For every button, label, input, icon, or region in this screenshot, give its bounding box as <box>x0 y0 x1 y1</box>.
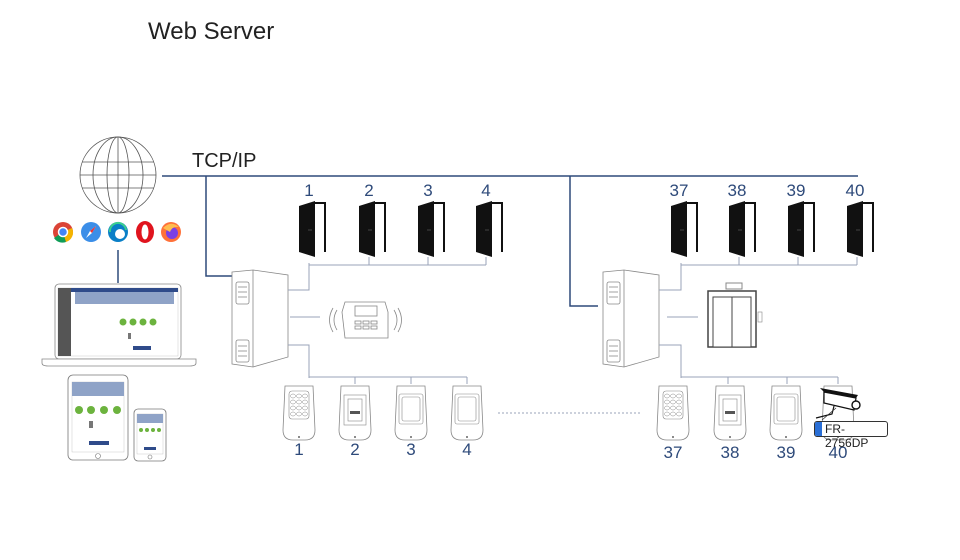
tcpip-label: TCP/IP <box>192 150 257 172</box>
fingerprint-reader-icon <box>713 385 747 441</box>
controller-left <box>231 269 289 368</box>
reader-number: 37 <box>663 443 683 462</box>
safari-icon <box>81 222 101 242</box>
door-icon <box>299 201 326 257</box>
browser-icons <box>53 221 181 243</box>
globe-icon <box>79 136 157 214</box>
laptop-client <box>41 283 197 367</box>
plate-text: FR-2756DP <box>825 422 869 450</box>
door-number: 1 <box>304 181 314 200</box>
firefox-icon <box>161 222 181 242</box>
eu-band <box>815 422 822 436</box>
reader-number: 2 <box>350 440 360 459</box>
fingerprint-reader-icon <box>338 385 372 441</box>
card-reader-icon <box>450 385 484 441</box>
card-reader-icon <box>394 385 428 441</box>
door-icon <box>788 201 815 257</box>
door-number: 40 <box>845 181 865 200</box>
reader-number: 1 <box>294 440 304 459</box>
chrome-icon <box>53 222 74 243</box>
elevator-icon <box>707 282 763 348</box>
door-number: 2 <box>364 181 374 200</box>
reader-number: 39 <box>776 443 796 462</box>
door-number: 4 <box>481 181 491 200</box>
license-plate: FR-2756DP <box>814 421 888 450</box>
tcpip-bus <box>117 175 858 307</box>
door-number: 37 <box>669 181 689 200</box>
time-attendance-terminal-icon <box>329 301 402 339</box>
door-icon <box>847 201 874 257</box>
keypad-reader-icon <box>656 385 690 441</box>
reader-number: 3 <box>406 440 416 459</box>
phone-client <box>133 408 167 462</box>
device-buses <box>288 257 858 414</box>
door-number: 38 <box>727 181 747 200</box>
door-icon <box>359 201 386 257</box>
opera-icon <box>136 221 154 243</box>
edge-icon <box>108 221 128 242</box>
reader-number: 38 <box>720 443 740 462</box>
reader-number: 40 <box>828 443 848 462</box>
page-title: Web Server <box>148 18 275 45</box>
tablet-client <box>67 374 129 461</box>
controller-right <box>602 269 660 368</box>
door-icon <box>729 201 756 257</box>
keypad-reader-icon <box>282 385 316 441</box>
reader-number: 4 <box>462 440 472 459</box>
door-icon <box>476 201 503 257</box>
door-icon <box>671 201 698 257</box>
door-number: 39 <box>786 181 806 200</box>
card-reader-icon <box>769 385 803 441</box>
door-number: 3 <box>423 181 433 200</box>
door-icon <box>418 201 445 257</box>
